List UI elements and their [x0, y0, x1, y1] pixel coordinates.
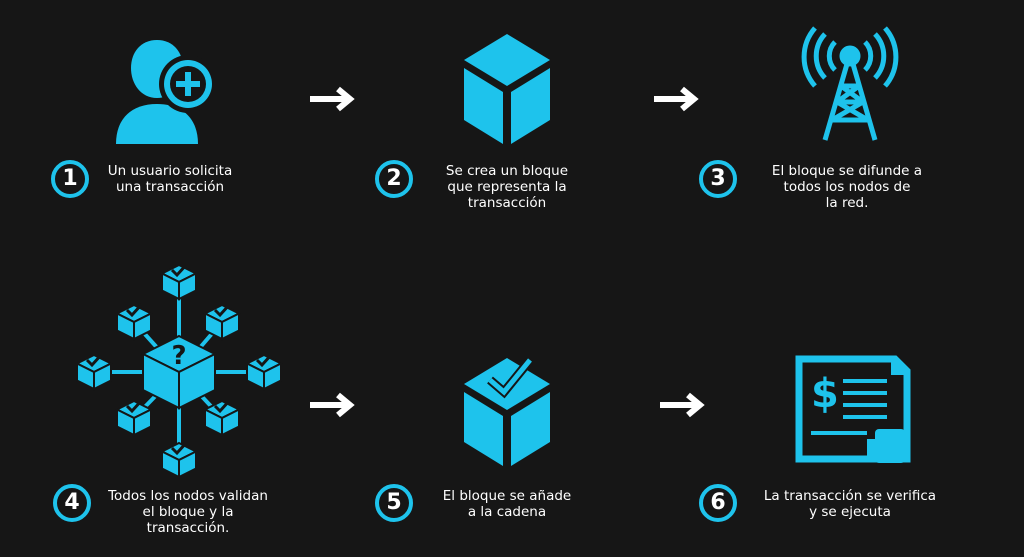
node-cube-icon: [159, 262, 199, 301]
central-block-icon: ?: [140, 334, 218, 410]
step-label-4: Todos los nodos validan el bloque y la t…: [108, 488, 268, 536]
node-cube-icon: [114, 398, 154, 437]
arrow-right-icon: [660, 392, 705, 418]
invoice-approved-icon: $: [795, 355, 911, 463]
step-label-5: El bloque se añade a la cadena: [442, 488, 572, 520]
step-number-4: 4: [53, 484, 91, 522]
node-network-icon: ?: [74, 262, 284, 479]
step-label-2: Se crea un bloque que representa la tran…: [445, 163, 569, 211]
step-number-6: 6: [699, 484, 737, 522]
node-cube-icon: [159, 440, 199, 479]
step-number-2: 2: [375, 160, 413, 198]
node-cube-icon: [202, 398, 242, 437]
invoice-dollar-sign: $: [811, 371, 839, 417]
step-label-3: El bloque se difunde a todos los nodos d…: [771, 163, 923, 211]
user-add-icon: [116, 40, 217, 144]
step-label-6: La transacción se verifica y se ejecuta: [763, 488, 937, 520]
antenna-tower-icon: [801, 26, 899, 141]
node-cube-icon: [74, 352, 114, 391]
node-cube-icon: [202, 302, 242, 341]
node-cube-icon: [114, 302, 154, 341]
question-mark: ?: [171, 341, 186, 371]
step-number-1: 1: [51, 160, 89, 198]
step-number-3: 3: [699, 160, 737, 198]
cube-icon: [464, 34, 550, 144]
node-cube-icon: [244, 352, 284, 391]
arrow-right-icon: [310, 86, 355, 112]
step-label-1: Un usuario solicita una transacción: [107, 163, 233, 195]
arrow-right-icon: [310, 392, 355, 418]
cube-check-icon: [464, 357, 550, 466]
step-number-5: 5: [375, 484, 413, 522]
arrow-right-icon: [654, 86, 699, 112]
